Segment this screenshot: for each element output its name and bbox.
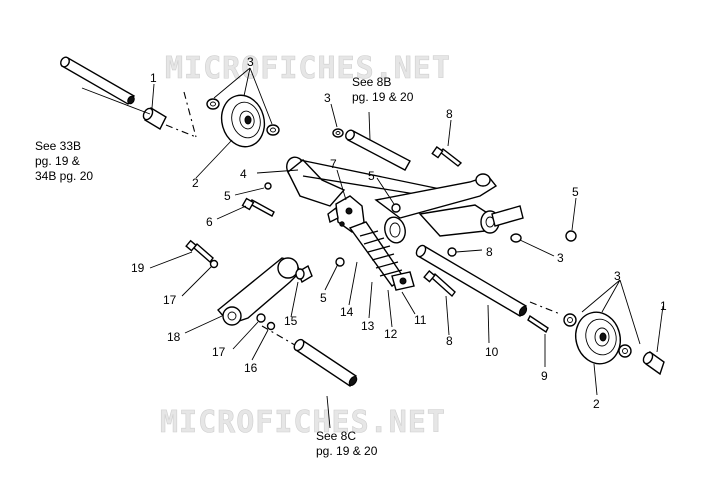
callout-9: 9: [541, 369, 548, 383]
nut-5-right: [565, 230, 577, 242]
leader-lines: [81, 67, 664, 429]
callout-3-upper-left: 3: [247, 55, 254, 69]
arm-pivot-shaft: [491, 205, 524, 227]
watermark-bottom: MICROFICHES.NET: [160, 405, 446, 440]
pivot-bracket: [327, 195, 365, 233]
callout-12: 12: [384, 327, 398, 341]
reference-see-8b: See 8B pg. 19 & 20: [352, 75, 414, 104]
callout-5-left: 5: [224, 189, 231, 203]
left-upper-wheel: [206, 94, 280, 148]
callout-1-left: 1: [150, 71, 157, 85]
ref-8c-line-2: pg. 19 & 20: [316, 444, 378, 458]
callout-7: 7: [330, 157, 337, 171]
bushing-15: [295, 264, 313, 284]
reference-see-8c: See 8C pg. 19 & 20: [316, 429, 378, 458]
callout-3-lower-right: 3: [614, 269, 621, 283]
callout-4: 4: [240, 167, 247, 181]
callout-8-top: 8: [446, 107, 453, 121]
callout-3-right: 3: [557, 251, 564, 265]
right-lower-wheel: [563, 311, 632, 365]
watermark-top: MICROFICHES.NET: [165, 51, 451, 86]
lower-rear-shaft: [293, 338, 358, 387]
left-upper-shaft: [60, 56, 136, 105]
callout-15: 15: [284, 314, 298, 328]
nut-5-center: [391, 203, 401, 213]
callout-5-center: 5: [368, 169, 375, 183]
ref-8b-line-1: See 8B: [352, 75, 391, 89]
callout-8-center: 8: [486, 245, 493, 259]
callout-10: 10: [485, 345, 499, 359]
shock-spring-assembly: [348, 221, 415, 291]
washer-3-right: [510, 233, 522, 243]
main-suspension-arm: [286, 156, 500, 244]
ref-33b-line-2: pg. 19 &: [35, 154, 80, 168]
callout-17-upper: 17: [163, 293, 177, 307]
washer-5-left: [264, 182, 272, 190]
callout-13: 13: [361, 319, 375, 333]
upper-center-shaft: [332, 128, 411, 171]
callout-5-right: 5: [572, 185, 579, 199]
left-axis-line: [165, 124, 197, 138]
lower-center-shaft: [415, 244, 528, 317]
callout-18: 18: [167, 330, 181, 344]
ref-33b-line-1: See 33B: [35, 139, 81, 153]
callout-6: 6: [206, 215, 213, 229]
callout-2-left: 2: [192, 176, 199, 190]
bolt-19: [185, 239, 214, 264]
callout-11: 11: [414, 313, 427, 327]
ref-8b-line-2: pg. 19 & 20: [352, 90, 414, 104]
nut-16: [266, 321, 276, 331]
callout-5-lower: 5: [320, 291, 327, 305]
washer-8-center: [447, 247, 457, 257]
callout-16: 16: [244, 361, 258, 375]
callout-8-lower: 8: [446, 334, 453, 348]
ref-8c-line-1: See 8C: [316, 429, 356, 443]
left-spacer: [142, 107, 167, 130]
callout-labels: 1 3 2 3 8 4 7 5 5 6 5 8 3 3 1 19 17 18 1…: [131, 55, 667, 411]
bolt-6: [241, 197, 275, 217]
shaft-bolt: [527, 314, 549, 334]
ref-33b-line-3: 34B pg. 20: [35, 169, 93, 183]
callout-14: 14: [340, 305, 354, 319]
washer-17-lower: [256, 313, 266, 323]
callout-19: 19: [131, 261, 145, 275]
callout-3-top: 3: [324, 91, 331, 105]
reference-see-33b: See 33B pg. 19 & 34B pg. 20: [35, 139, 93, 183]
washer-17-upper: [209, 259, 219, 269]
right-spacer: [642, 350, 665, 376]
callout-17-lower: 17: [212, 345, 226, 359]
callout-2-right: 2: [593, 397, 600, 411]
callout-1-right: 1: [660, 299, 667, 313]
rear-link-arm: [217, 257, 301, 326]
lower-bolt: [423, 270, 456, 298]
upper-bolt: [431, 146, 463, 167]
